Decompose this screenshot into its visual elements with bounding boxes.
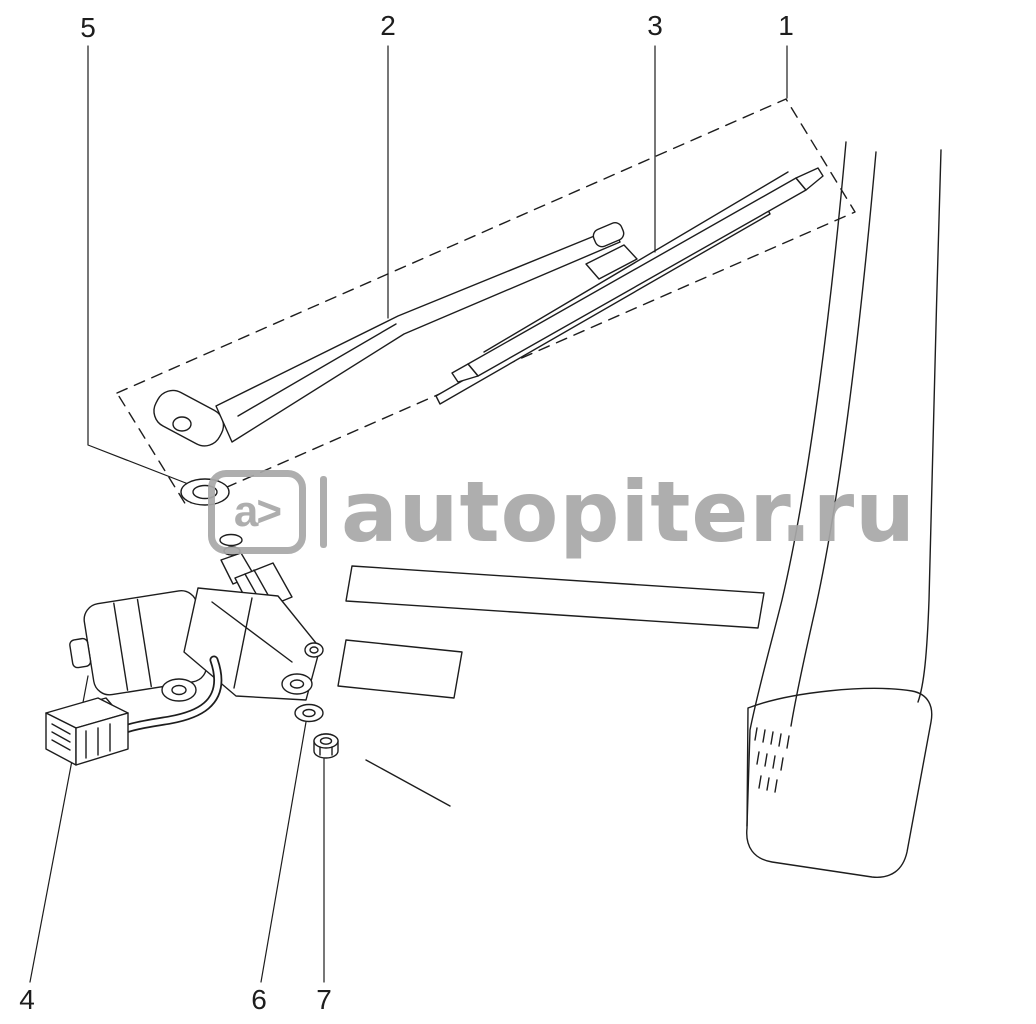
- pivot-washer: [180, 478, 230, 506]
- callout-1: 1: [778, 10, 794, 41]
- assembly-dashed-outline: [116, 98, 856, 506]
- car-body-outline: [337, 141, 942, 878]
- wiper-arm: [153, 222, 625, 447]
- callout-4: 4: [19, 984, 35, 1015]
- callout-6: 6: [251, 984, 267, 1015]
- vent-slots: [754, 727, 790, 793]
- callout-5: 5: [80, 12, 96, 43]
- wiper-blade: [435, 167, 824, 405]
- wiring-harness: [115, 655, 223, 736]
- leader-lines: [29, 45, 788, 983]
- washer: [294, 703, 324, 723]
- callout-7: 7: [316, 984, 332, 1015]
- connector-plug: [45, 697, 129, 766]
- callout-2: 2: [380, 10, 396, 41]
- nut: [313, 733, 339, 759]
- parcel-shelf-lines: [337, 565, 765, 807]
- callout-3: 3: [647, 10, 663, 41]
- wiper-motor: [69, 587, 324, 702]
